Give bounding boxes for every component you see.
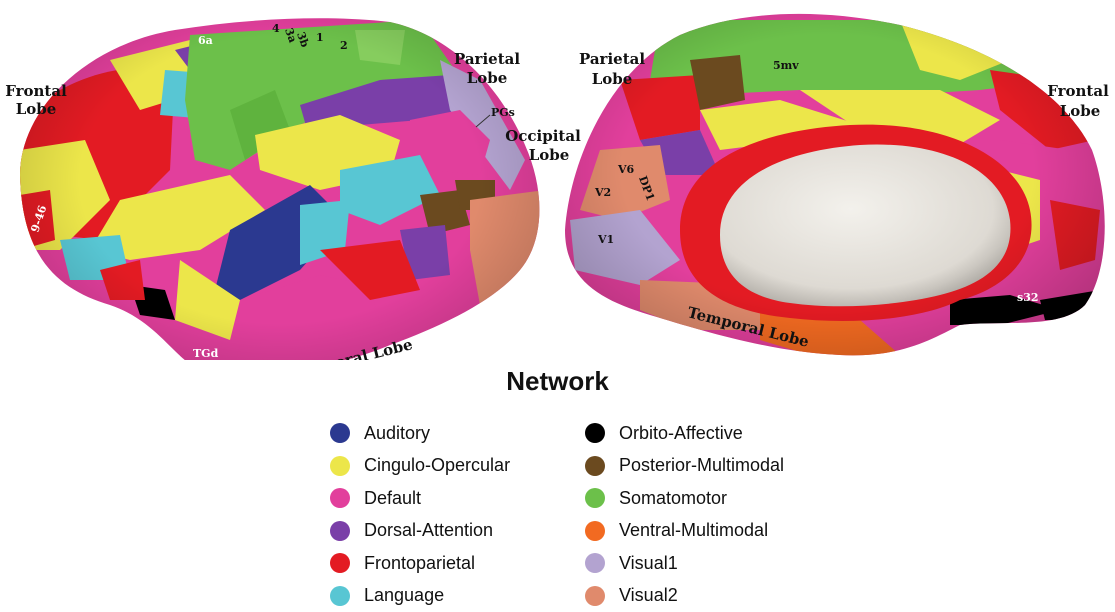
legend-label: Dorsal-Attention bbox=[364, 520, 493, 541]
area-v1: V1 bbox=[597, 233, 614, 246]
area-5mv: 5mv bbox=[773, 59, 799, 72]
frontal-lobe-left-line2: Lobe bbox=[16, 100, 57, 118]
legend-item: Visual2 bbox=[585, 580, 784, 612]
parietal-lobe-right-line2: Lobe bbox=[592, 70, 633, 88]
legend-label: Auditory bbox=[364, 423, 430, 444]
occipital-lobe-line2: Lobe bbox=[529, 146, 570, 164]
legend-item: Orbito-Affective bbox=[585, 417, 784, 450]
legend-swatch bbox=[585, 456, 605, 476]
legend-item: Default bbox=[330, 482, 510, 515]
legend-item: Cingulo-Opercular bbox=[330, 450, 510, 483]
legend-swatch bbox=[330, 553, 350, 573]
legend-swatch bbox=[330, 586, 350, 606]
legend-label: Default bbox=[364, 488, 421, 509]
legend-label: Visual1 bbox=[619, 553, 678, 574]
occipital-lobe-line1: Occipital bbox=[505, 127, 581, 145]
area-pgs: PGs bbox=[491, 106, 515, 119]
brain-surfaces-svg: Frontal Lobe Parietal Lobe Occipital Lob… bbox=[0, 0, 1115, 360]
legend-item: Language bbox=[330, 580, 510, 612]
area-v6: V6 bbox=[617, 163, 635, 176]
legend-swatch bbox=[585, 553, 605, 573]
legend-swatch bbox=[585, 521, 605, 541]
legend-swatch bbox=[330, 423, 350, 443]
area-v2: V2 bbox=[594, 186, 611, 199]
legend-column-right: Orbito-AffectivePosterior-MultimodalSoma… bbox=[585, 417, 784, 612]
legend-item: Visual1 bbox=[585, 547, 784, 580]
area-2: 2 bbox=[340, 39, 348, 52]
parietal-lobe-right-line1: Parietal bbox=[579, 50, 645, 68]
legend-label: Somatomotor bbox=[619, 488, 727, 509]
legend-item: Dorsal-Attention bbox=[330, 515, 510, 548]
legend-item: Auditory bbox=[330, 417, 510, 450]
legend-label: Orbito-Affective bbox=[619, 423, 743, 444]
legend-label: Visual2 bbox=[619, 585, 678, 606]
area-tgd: TGd bbox=[193, 347, 219, 360]
area-1: 1 bbox=[316, 31, 324, 44]
legend-item: Ventral-Multimodal bbox=[585, 515, 784, 548]
legend-swatch bbox=[585, 488, 605, 508]
legend-item: Somatomotor bbox=[585, 482, 784, 515]
frontal-lobe-left-line1: Frontal bbox=[5, 82, 67, 100]
legend-swatch bbox=[330, 521, 350, 541]
legend-swatch bbox=[330, 488, 350, 508]
legend-label: Ventral-Multimodal bbox=[619, 520, 768, 541]
legend-item: Frontoparietal bbox=[330, 547, 510, 580]
frontal-lobe-right-line2: Lobe bbox=[1060, 102, 1101, 120]
legend-swatch bbox=[585, 586, 605, 606]
area-6a: 6a bbox=[198, 34, 213, 47]
area-s32: s32 bbox=[1017, 291, 1039, 304]
legend-label: Language bbox=[364, 585, 444, 606]
frontal-lobe-right-line1: Frontal bbox=[1047, 82, 1109, 100]
legend-swatch bbox=[330, 456, 350, 476]
legend-swatch bbox=[585, 423, 605, 443]
legend-label: Cingulo-Opercular bbox=[364, 455, 510, 476]
area-4: 4 bbox=[272, 22, 280, 35]
legend-item: Posterior-Multimodal bbox=[585, 450, 784, 483]
legend-title: Network bbox=[0, 366, 1115, 397]
legend-label: Frontoparietal bbox=[364, 553, 475, 574]
parietal-lobe-left-line2: Lobe bbox=[467, 69, 508, 87]
legend-label: Posterior-Multimodal bbox=[619, 455, 784, 476]
legend-column-left: AuditoryCingulo-OpercularDefaultDorsal-A… bbox=[330, 417, 510, 612]
parietal-lobe-left-line1: Parietal bbox=[454, 50, 520, 68]
